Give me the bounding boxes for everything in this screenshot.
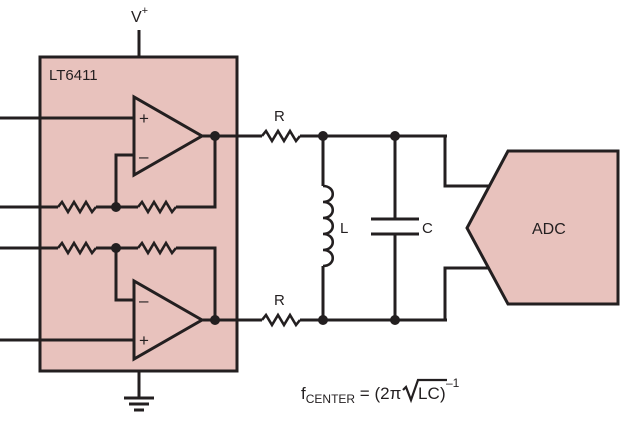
chip-label: LT6411 xyxy=(49,67,98,84)
capacitor xyxy=(371,136,419,320)
ground-symbol xyxy=(124,371,154,412)
supply-label: V+ xyxy=(131,5,148,26)
top-feedback-wire xyxy=(176,136,217,209)
adc-block xyxy=(465,149,620,306)
resistor-top xyxy=(260,128,302,144)
resistor-bottom-label: R xyxy=(274,292,285,309)
capacitor-label: C xyxy=(422,220,433,237)
bottom-feedback-right-resistor xyxy=(136,240,178,256)
top-feedback-left-resistor xyxy=(56,199,98,215)
bottom-inverting-input-wire xyxy=(114,248,134,302)
formula-close: ) xyxy=(440,384,446,403)
adc-label: ADC xyxy=(532,221,566,238)
adc-bottom-input-wire xyxy=(443,266,490,320)
inductor xyxy=(321,136,335,320)
opamp-top: + – xyxy=(132,94,206,178)
top-feedback-node xyxy=(111,202,121,212)
opamp-bottom-minus: – xyxy=(139,291,149,310)
inductor-label: L xyxy=(340,220,348,237)
center-frequency-formula: fCENTER = (2π LC ) –1 xyxy=(301,376,460,406)
bottom-feedback-left-resistor xyxy=(56,240,98,256)
opamp-bottom: – + xyxy=(132,278,206,362)
opamp-top-minus: – xyxy=(139,147,149,166)
bottom-feedback-node xyxy=(111,243,121,253)
adc-top-input-wire xyxy=(443,136,490,188)
sqrt-sign xyxy=(402,378,447,404)
resistor-bottom xyxy=(260,312,302,328)
svg-text:fCENTER = (2π: fCENTER = (2π xyxy=(301,384,401,406)
opamp-top-plus: + xyxy=(139,109,149,128)
formula-radicand: LC xyxy=(418,384,440,403)
top-feedback-right-resistor xyxy=(136,199,178,215)
resistor-top-label: R xyxy=(274,108,285,125)
top-inverting-input-wire xyxy=(114,153,134,207)
bottom-feedback-wire xyxy=(176,246,217,320)
formula-exponent: –1 xyxy=(446,376,460,390)
opamp-bottom-plus: + xyxy=(139,331,149,350)
